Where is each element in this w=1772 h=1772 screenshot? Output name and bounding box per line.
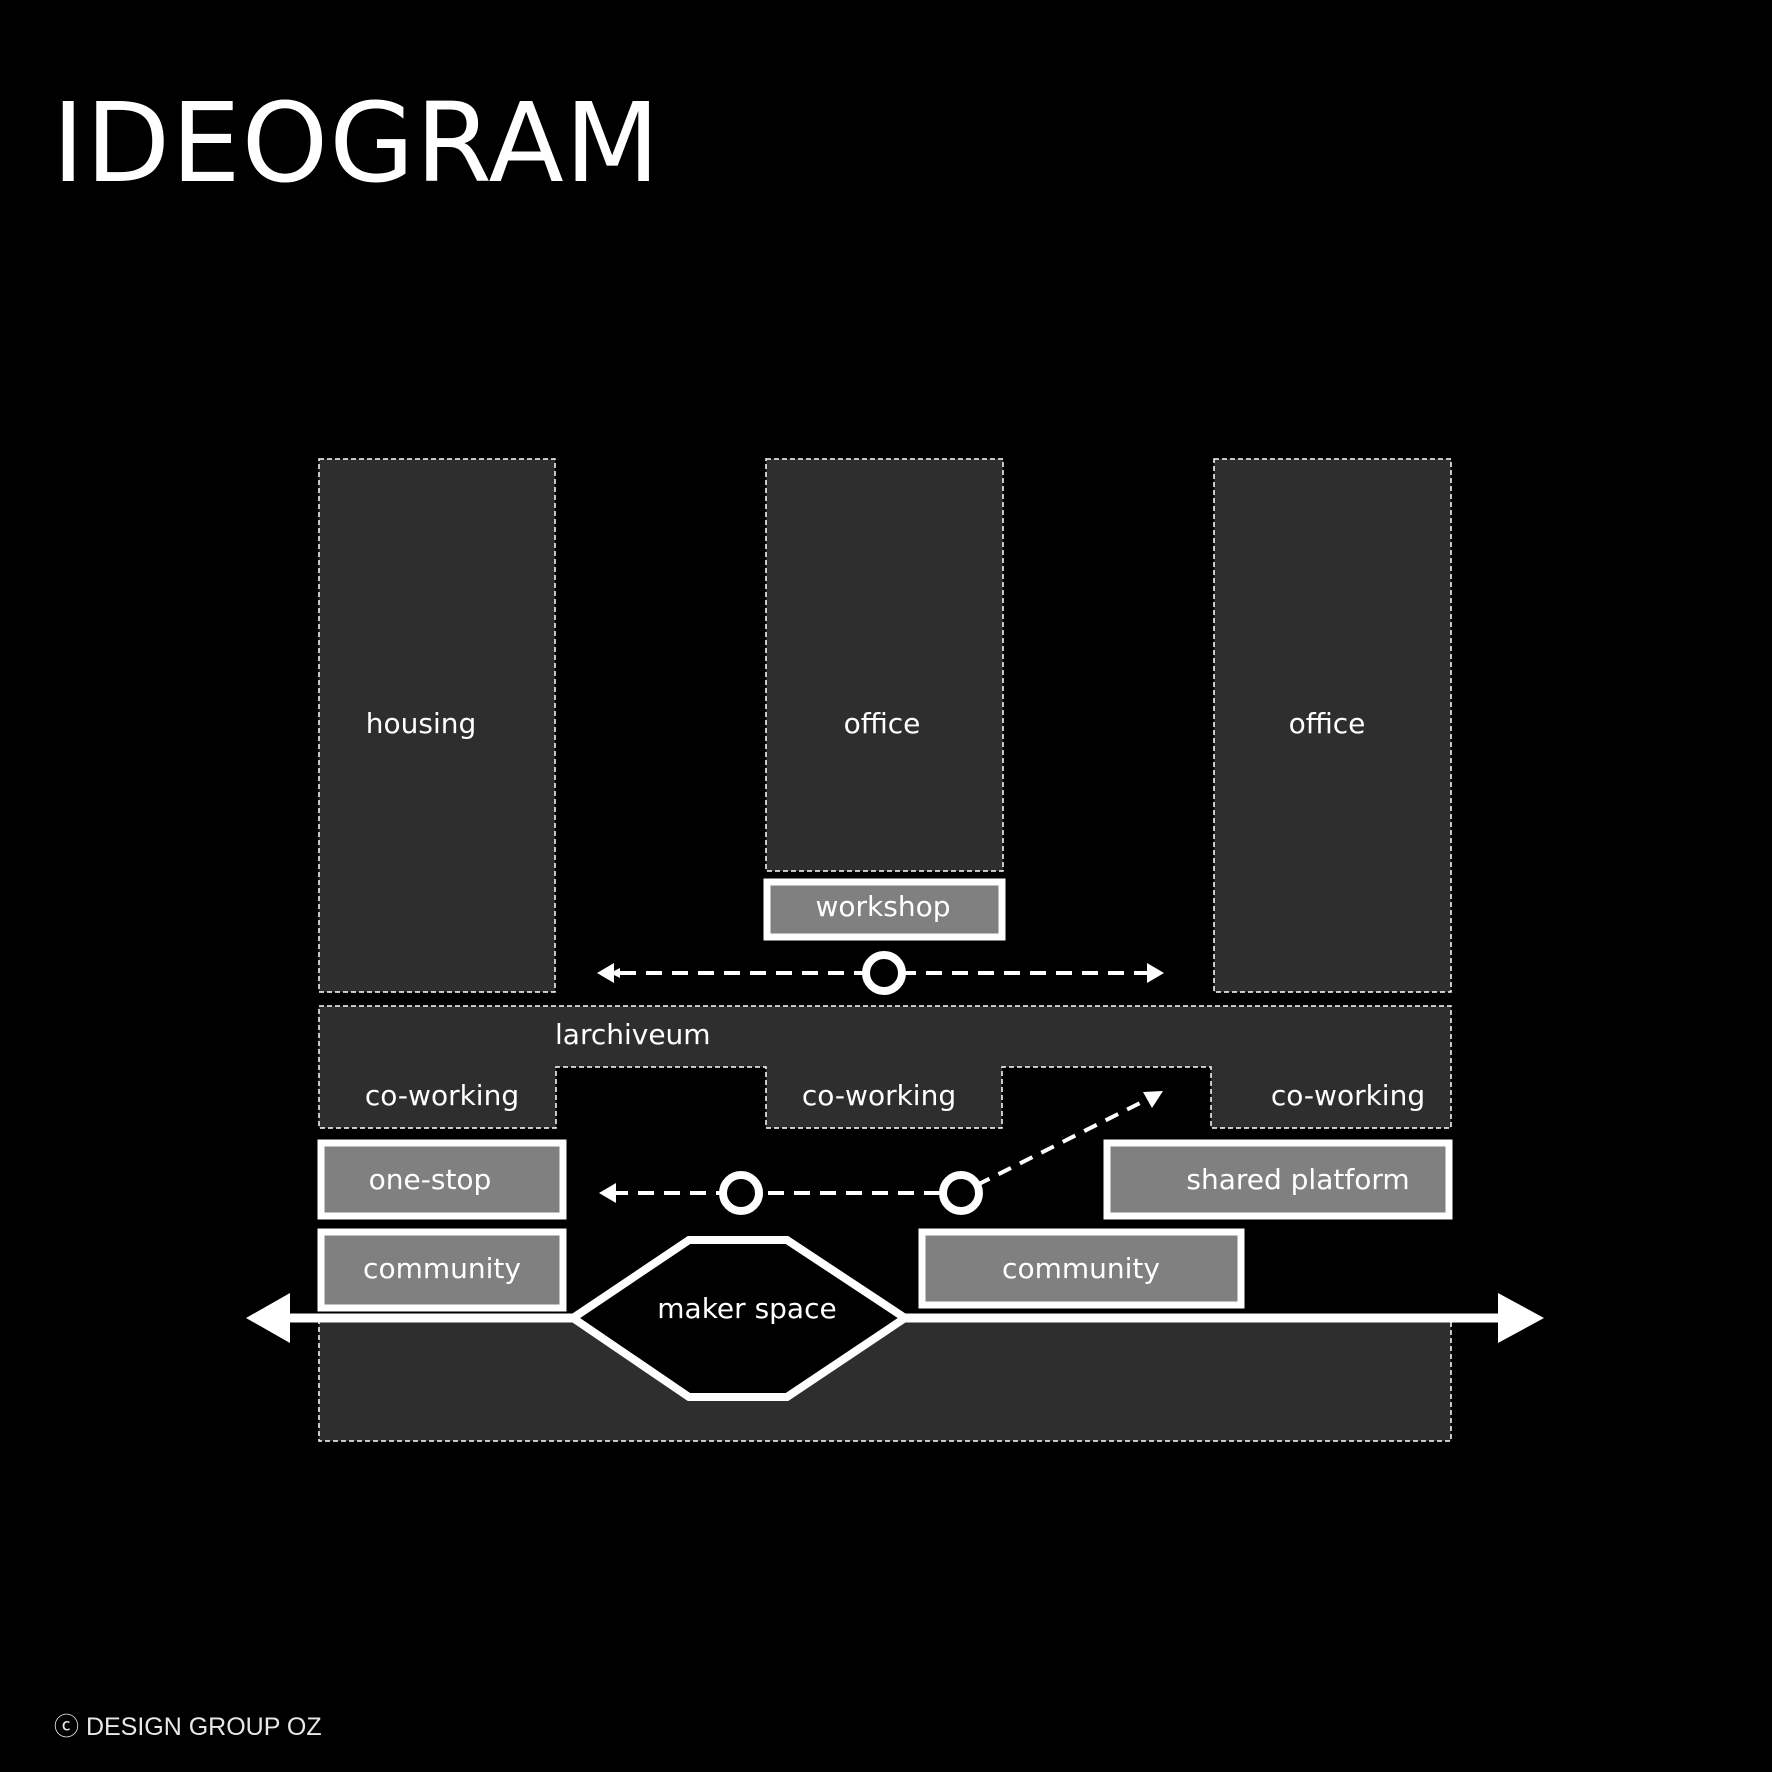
- shared-platform-box: [1103, 1139, 1453, 1220]
- arrow-head-icon: [599, 1183, 616, 1203]
- maker-space-label: maker space: [657, 1292, 836, 1325]
- axis-arrow-right-icon: [1498, 1293, 1544, 1343]
- coworking-label-left: co-working: [365, 1079, 519, 1112]
- page-title: IDEOGRAM: [52, 79, 661, 207]
- arrow-head-icon: [597, 963, 614, 983]
- larchiveum-zone: [318, 1005, 1452, 1129]
- workshop-label: workshop: [816, 890, 951, 923]
- node-circle-icon: [719, 1171, 763, 1215]
- coworking-label-center: co-working: [802, 1079, 956, 1112]
- arrow-head-icon: [1143, 1091, 1163, 1108]
- office-label-center: office: [844, 707, 921, 740]
- community-box-right: [918, 1228, 1245, 1309]
- shared-platform-label: shared platform: [1186, 1163, 1409, 1196]
- one-stop-label: one-stop: [369, 1163, 492, 1196]
- connection-line-diagonal: [976, 1096, 1151, 1187]
- community-label-right: community: [1002, 1252, 1160, 1285]
- housing-tower: [318, 458, 556, 993]
- base-zone: [318, 1317, 1452, 1442]
- community-label-left: community: [363, 1252, 521, 1285]
- copyright-text: ⓒ DESIGN GROUP OZ: [54, 1713, 322, 1741]
- maker-space-hexagon: [565, 1236, 913, 1401]
- larchiveum-label: larchiveum: [555, 1018, 711, 1051]
- coworking-label-right: co-working: [1271, 1079, 1425, 1112]
- axis-arrow-left-icon: [246, 1293, 290, 1343]
- one-stop-box: [317, 1139, 567, 1220]
- housing-label: housing: [366, 707, 477, 740]
- workshop-box: [763, 878, 1006, 941]
- office-tower-center: [765, 458, 1004, 872]
- community-box-left: [317, 1228, 567, 1312]
- office-label-right: office: [1289, 707, 1366, 740]
- node-circle-icon: [862, 951, 906, 995]
- office-tower-right: [1213, 458, 1452, 993]
- node-circle-icon: [939, 1171, 983, 1215]
- arrow-head-icon: [1147, 963, 1164, 983]
